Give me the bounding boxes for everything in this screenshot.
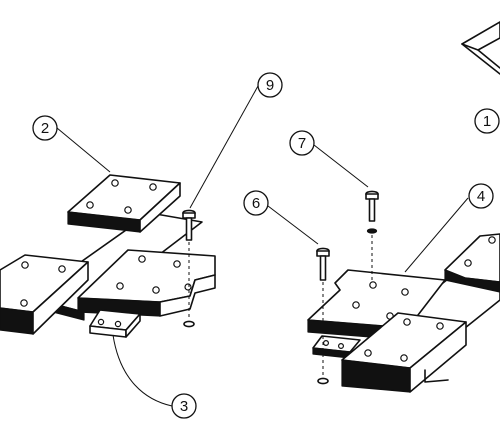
hole <box>488 236 496 244</box>
left-assembly <box>0 85 259 407</box>
hole <box>152 286 160 294</box>
tab-bracket <box>424 369 449 383</box>
hole <box>86 201 94 209</box>
leader-line-6 <box>267 205 319 245</box>
hole <box>138 255 146 263</box>
partial-part-top-right <box>461 21 500 75</box>
callout-7-label: 7 <box>298 135 306 152</box>
hole <box>149 183 157 191</box>
washer <box>317 377 329 385</box>
hole <box>401 288 409 296</box>
callout-bubbles: 2 9 3 7 6 4 1 <box>32 72 500 419</box>
hole <box>464 259 472 267</box>
leader-line-2 <box>56 127 111 173</box>
upper-pad-part-2 <box>67 174 181 233</box>
hole <box>116 282 124 290</box>
hole <box>114 320 122 328</box>
leader-line-7 <box>313 144 369 188</box>
leader-line-9 <box>189 85 259 209</box>
callout-1-label: 1 <box>483 113 491 130</box>
bolt-part-6 <box>316 247 330 385</box>
hole <box>184 283 192 291</box>
callout-3-label: 3 <box>180 398 188 415</box>
hole <box>21 261 29 269</box>
hole <box>436 322 444 330</box>
hole <box>364 349 372 357</box>
callout-4-label: 4 <box>477 188 485 205</box>
hole <box>111 179 119 187</box>
bolt-part-7 <box>365 190 379 282</box>
hole <box>338 343 345 350</box>
callout-7: 7 <box>289 130 315 156</box>
hole <box>323 340 330 347</box>
hole <box>124 206 132 214</box>
callout-1: 1 <box>474 108 500 134</box>
leader-line-4 <box>404 197 469 273</box>
hole <box>369 281 377 289</box>
washer <box>366 228 378 234</box>
callout-6: 6 <box>243 190 269 216</box>
callout-3: 3 <box>171 393 197 419</box>
callout-2: 2 <box>32 115 58 141</box>
callout-4: 4 <box>468 183 494 209</box>
callout-6-label: 6 <box>252 195 260 212</box>
hole <box>58 265 66 273</box>
hole <box>352 301 360 309</box>
callout-9: 9 <box>257 72 283 98</box>
right-assembly <box>267 21 500 393</box>
hole <box>173 260 181 268</box>
callout-2-label: 2 <box>41 120 49 137</box>
leader-line-3 <box>112 334 173 407</box>
clamp-block-part-3 <box>89 309 141 338</box>
back-pad <box>444 233 500 293</box>
washer <box>183 320 195 328</box>
hole <box>20 299 28 307</box>
bolt-part-9 <box>182 209 196 328</box>
hole <box>403 318 411 326</box>
front-pad <box>341 312 467 393</box>
hole <box>400 354 408 362</box>
hole <box>97 318 105 326</box>
lower-left-pad <box>0 254 89 335</box>
callout-9-label: 9 <box>266 77 274 94</box>
